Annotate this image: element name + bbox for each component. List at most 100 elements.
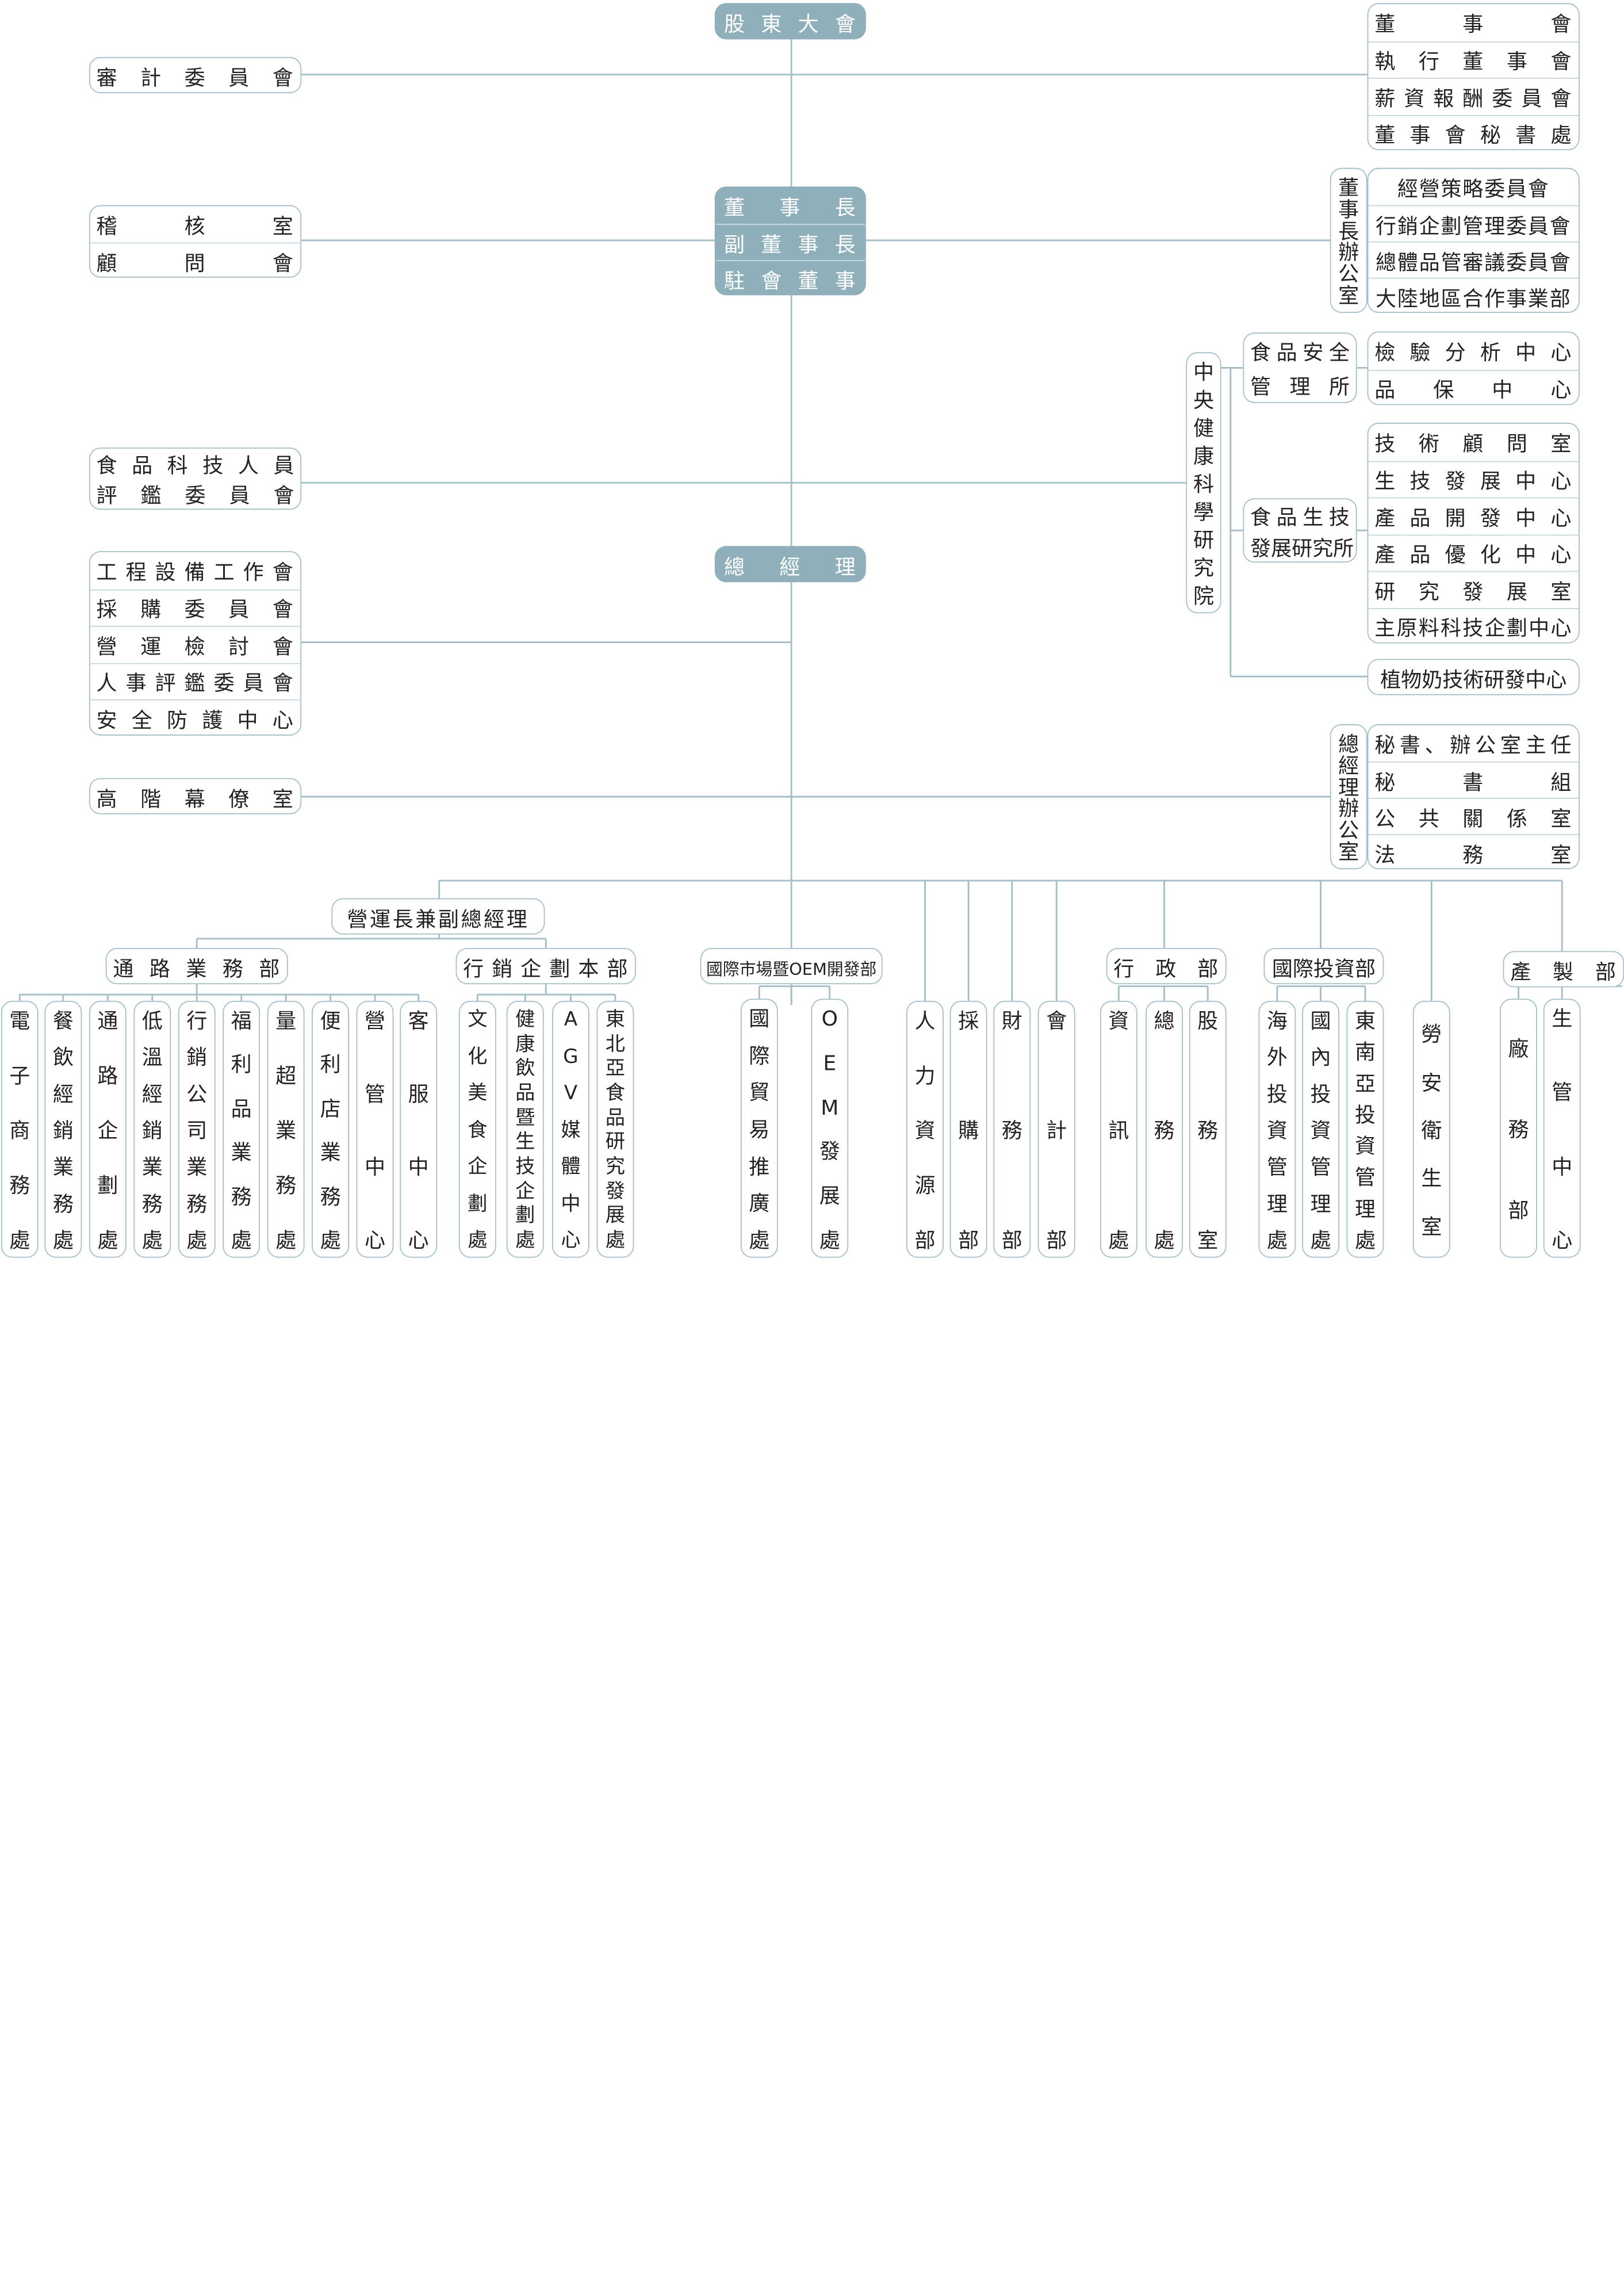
char: 處: [52, 1227, 74, 1253]
char: 投: [1266, 1081, 1288, 1107]
char: 部: [1001, 1227, 1022, 1253]
char: 階: [140, 786, 162, 812]
char: 顧: [96, 250, 118, 276]
food-eval-box-line: 食品科技人員: [97, 449, 294, 479]
biotech-label-box-line: 發展研究所: [1250, 531, 1354, 561]
char: 利: [231, 1051, 252, 1077]
char: 經: [1338, 753, 1359, 778]
char: 中: [237, 707, 259, 732]
channel-dept-box: 通路業務部: [105, 948, 288, 985]
char: 發: [1480, 505, 1502, 530]
char: 室: [272, 786, 294, 812]
char: 處: [1266, 1227, 1288, 1253]
char: 程: [125, 560, 148, 585]
char: 事: [125, 670, 148, 696]
char: 室: [1500, 732, 1522, 758]
char: 術: [1418, 431, 1441, 456]
char: A: [564, 1008, 578, 1031]
mfg-unit: 生管中心: [1543, 999, 1581, 1258]
char: 院: [1193, 583, 1215, 609]
char: 南: [1354, 1039, 1376, 1065]
char: 人: [96, 670, 118, 696]
chairman-box-row: 駐會董事: [715, 260, 865, 294]
char: 資: [914, 1118, 936, 1143]
char: 處: [749, 1227, 770, 1253]
char: 董: [761, 231, 783, 257]
char: 室: [1550, 841, 1573, 867]
char: 研: [605, 1130, 626, 1154]
intl-dept-box-row: 國際市場暨OEM開發部: [706, 959, 877, 979]
char: 員: [228, 65, 250, 90]
char: 商: [9, 1118, 30, 1143]
char: 管: [1552, 1080, 1573, 1105]
char: 務: [1001, 1118, 1022, 1143]
char: 產: [1374, 505, 1397, 530]
char: 事: [1409, 122, 1432, 148]
char: 處: [1108, 1227, 1129, 1253]
char: 董: [1338, 175, 1359, 201]
char: 政: [1155, 956, 1178, 981]
char: 中: [1515, 542, 1537, 567]
char: 科: [1193, 471, 1215, 496]
char: 務: [9, 1172, 30, 1198]
char: 處: [468, 1229, 488, 1252]
char: E: [823, 1050, 837, 1076]
channel-unit: 低溫經銷業務處: [133, 1000, 171, 1258]
char: 究: [605, 1155, 626, 1178]
char: 推: [749, 1153, 770, 1179]
chair-office-box-row: 行銷企劃管理委員會: [1368, 205, 1579, 242]
char: 人: [914, 1008, 936, 1033]
char: 中: [408, 1154, 429, 1180]
char: 長: [834, 231, 857, 257]
char: 中: [1492, 377, 1514, 403]
channel-unit: 便利店業務處: [312, 1000, 350, 1258]
char: 劃: [549, 956, 572, 981]
char: 處: [1310, 1227, 1331, 1253]
char: 購: [140, 596, 162, 622]
char: 會: [273, 483, 294, 508]
char: 康: [515, 1032, 535, 1055]
char: 所: [1328, 374, 1350, 399]
char: 室: [1197, 1227, 1219, 1253]
char: 委: [213, 670, 236, 696]
gm-office-label: 總經理辦公室: [1330, 724, 1368, 870]
char: 會: [1550, 86, 1573, 111]
char: 處: [231, 1227, 252, 1253]
char: 究: [1418, 579, 1441, 604]
char: 公: [1475, 732, 1497, 758]
char: 心: [1550, 468, 1573, 494]
char: 亞: [605, 1057, 626, 1080]
char: 業: [186, 956, 208, 981]
char: 務: [1508, 1116, 1529, 1142]
char: 中: [1515, 468, 1537, 494]
char: 採: [958, 1008, 979, 1033]
char: 理: [1338, 774, 1359, 800]
char: 貿: [749, 1080, 770, 1105]
audit-office-box-row: 顧問會: [90, 242, 301, 276]
char: 內: [1310, 1045, 1331, 1070]
admin-unit: 股務室: [1189, 1000, 1227, 1258]
char: 亞: [1354, 1070, 1376, 1096]
char: 中: [365, 1154, 386, 1180]
char: 會: [272, 560, 294, 585]
direct-unit: 財務部: [993, 1000, 1031, 1258]
char: 福: [231, 1008, 252, 1033]
char: 核: [184, 213, 206, 239]
char: 店: [320, 1096, 341, 1121]
char: 心: [365, 1227, 386, 1253]
char: 計: [140, 65, 162, 90]
food-eval-box: 食品科技人員評鑑委員會: [89, 447, 302, 510]
marketing-unit: 健康飲品暨生技企劃處: [506, 1000, 544, 1258]
invest-unit: 海外投資管理處: [1258, 1000, 1296, 1258]
channel-unit: 量超業務處: [267, 1000, 305, 1258]
char: 書: [1399, 732, 1422, 758]
char: 鑑: [184, 670, 206, 696]
char: 保: [1433, 377, 1456, 403]
char: 總: [1154, 1008, 1175, 1033]
char: 理: [1266, 1191, 1288, 1216]
char: 心: [1550, 542, 1573, 567]
char: 海: [1266, 1008, 1288, 1033]
char: 央: [1193, 387, 1215, 412]
char: 展: [1480, 468, 1502, 494]
